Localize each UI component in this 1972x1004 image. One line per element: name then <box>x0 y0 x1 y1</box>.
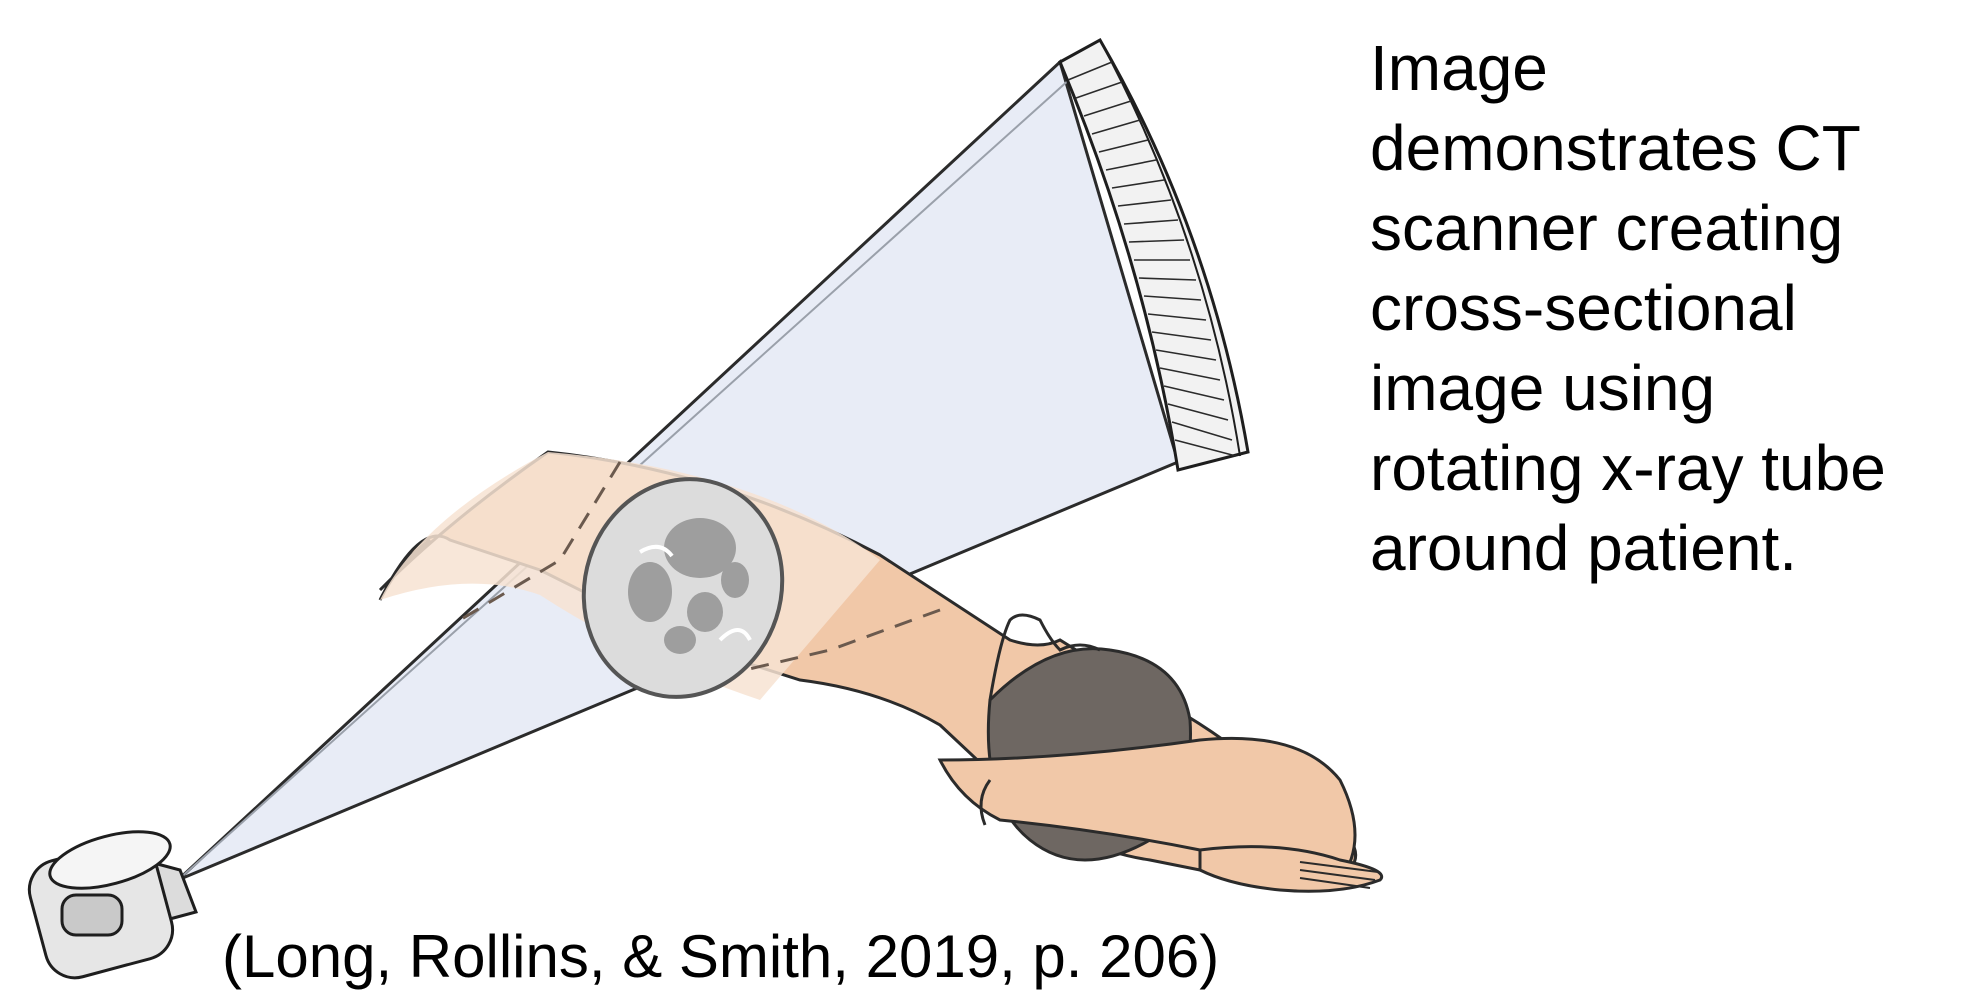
description-line: image using <box>1370 348 1970 428</box>
description-text: Image demonstrates CT scanner creating c… <box>1370 28 1970 588</box>
description-line: rotating x-ray tube <box>1370 428 1970 508</box>
description-line: demonstrates CT <box>1370 108 1970 188</box>
citation-text: (Long, Rollins, & Smith, 2019, p. 206) <box>222 922 1219 992</box>
description-line: cross-sectional <box>1370 268 1970 348</box>
description-line: scanner creating <box>1370 188 1970 268</box>
ct-scanner-illustration <box>0 0 1400 1004</box>
xray-tube-icon <box>23 821 196 985</box>
description-line: around patient. <box>1370 508 1970 588</box>
description-line: Image <box>1370 28 1970 108</box>
